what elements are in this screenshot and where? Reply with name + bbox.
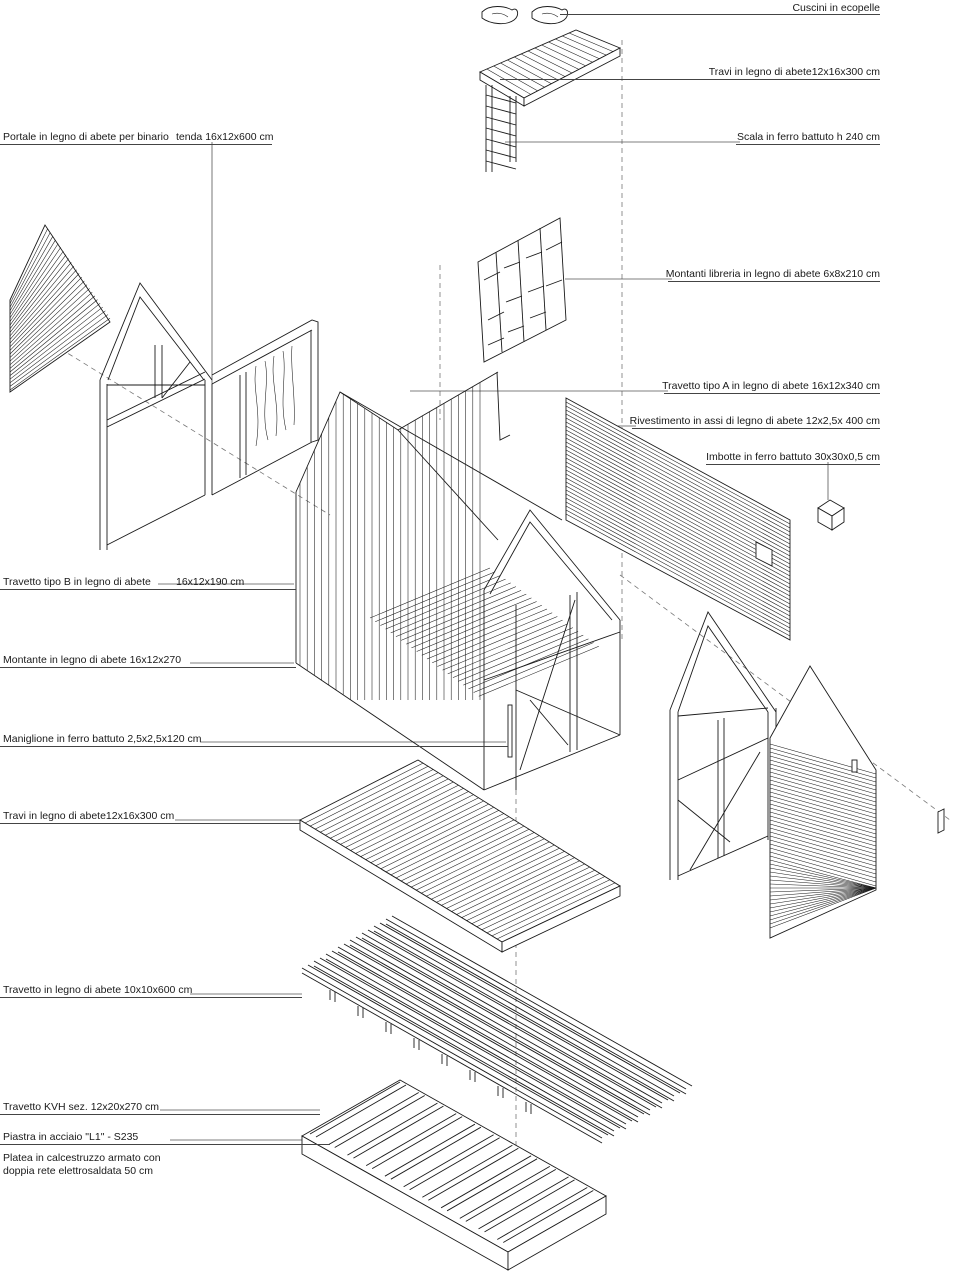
label-underline xyxy=(632,428,880,429)
bookshelf-uprights xyxy=(477,217,567,363)
handle-plate xyxy=(937,808,945,834)
label-travetto-a: Travetto tipo A in legno di abete 16x12x… xyxy=(662,380,880,392)
label-underline xyxy=(0,589,296,590)
label-cuscini: Cuscini in ecopelle xyxy=(792,2,880,14)
concrete-slab xyxy=(301,1079,607,1271)
label-travi-bottom: Travi in legno di abete12x16x300 cm xyxy=(3,810,175,822)
leader-lines xyxy=(158,79,829,1141)
label-underline xyxy=(0,1144,330,1145)
label-montanti-libreria: Montanti libreria in legno di abete 6x8x… xyxy=(665,268,880,280)
label-maniglione: Maniglione in ferro battuto 2,5x2,5x120 … xyxy=(3,733,202,745)
label-travetto-b-b: 16x12x190 cm xyxy=(176,576,245,588)
right-gable-cladding xyxy=(769,665,877,939)
side-cladding-panel xyxy=(565,397,791,641)
label-underline xyxy=(0,1114,320,1115)
left-portal-frame xyxy=(99,282,319,550)
label-travetto-b-a: Travetto tipo B in legno di abete xyxy=(3,576,151,588)
label-piastra: Piastra in acciaio "L1" - S235 xyxy=(3,1131,139,1143)
label-scala: Scala in ferro battuto h 240 cm xyxy=(737,131,880,143)
iron-embrasure-cube xyxy=(817,499,845,531)
label-imbotte: Imbotte in ferro battuto 30x30x0,5 cm xyxy=(706,451,880,463)
main-house-frame xyxy=(295,371,621,791)
label-travetto-10: Travetto in legno di abete 10x10x600 cm xyxy=(3,984,193,996)
left-gable-cladding xyxy=(9,224,111,393)
label-underline xyxy=(0,144,272,145)
label-platea-line2: doppia rete elettrosaldata 50 cm xyxy=(3,1165,154,1177)
right-portal-frame xyxy=(669,611,777,880)
label-montante: Montante in legno di abete 16x12x270 xyxy=(3,654,182,666)
label-rivestimento: Rivestimento in assi di legno di abete 1… xyxy=(629,415,880,427)
label-underline xyxy=(664,393,880,394)
label-portale-a: Portale in legno di abete per binario xyxy=(3,131,169,143)
label-underline xyxy=(0,667,296,668)
label-underline xyxy=(0,746,508,747)
cushions xyxy=(481,6,569,25)
label-underline xyxy=(560,14,880,15)
floor-beams xyxy=(299,759,621,953)
label-travetto-kvh: Travetto KVH sez. 12x20x270 cm xyxy=(3,1101,160,1113)
label-platea-line1: Platea in calcestruzzo armato con xyxy=(3,1152,161,1164)
label-underline xyxy=(736,144,880,145)
label-portale-b: tenda 16x12x600 cm xyxy=(176,131,274,143)
top-beams xyxy=(479,29,622,107)
label-travi-top: Travi in legno di abete12x16x300 cm xyxy=(708,66,880,78)
label-underline xyxy=(0,997,302,998)
label-underline xyxy=(668,281,880,282)
label-underline xyxy=(706,464,880,465)
iron-ladder xyxy=(485,85,517,172)
label-underline xyxy=(500,79,880,80)
construction-axes xyxy=(29,40,951,1260)
joists-10x10 xyxy=(301,915,693,1144)
label-underline xyxy=(0,823,300,824)
